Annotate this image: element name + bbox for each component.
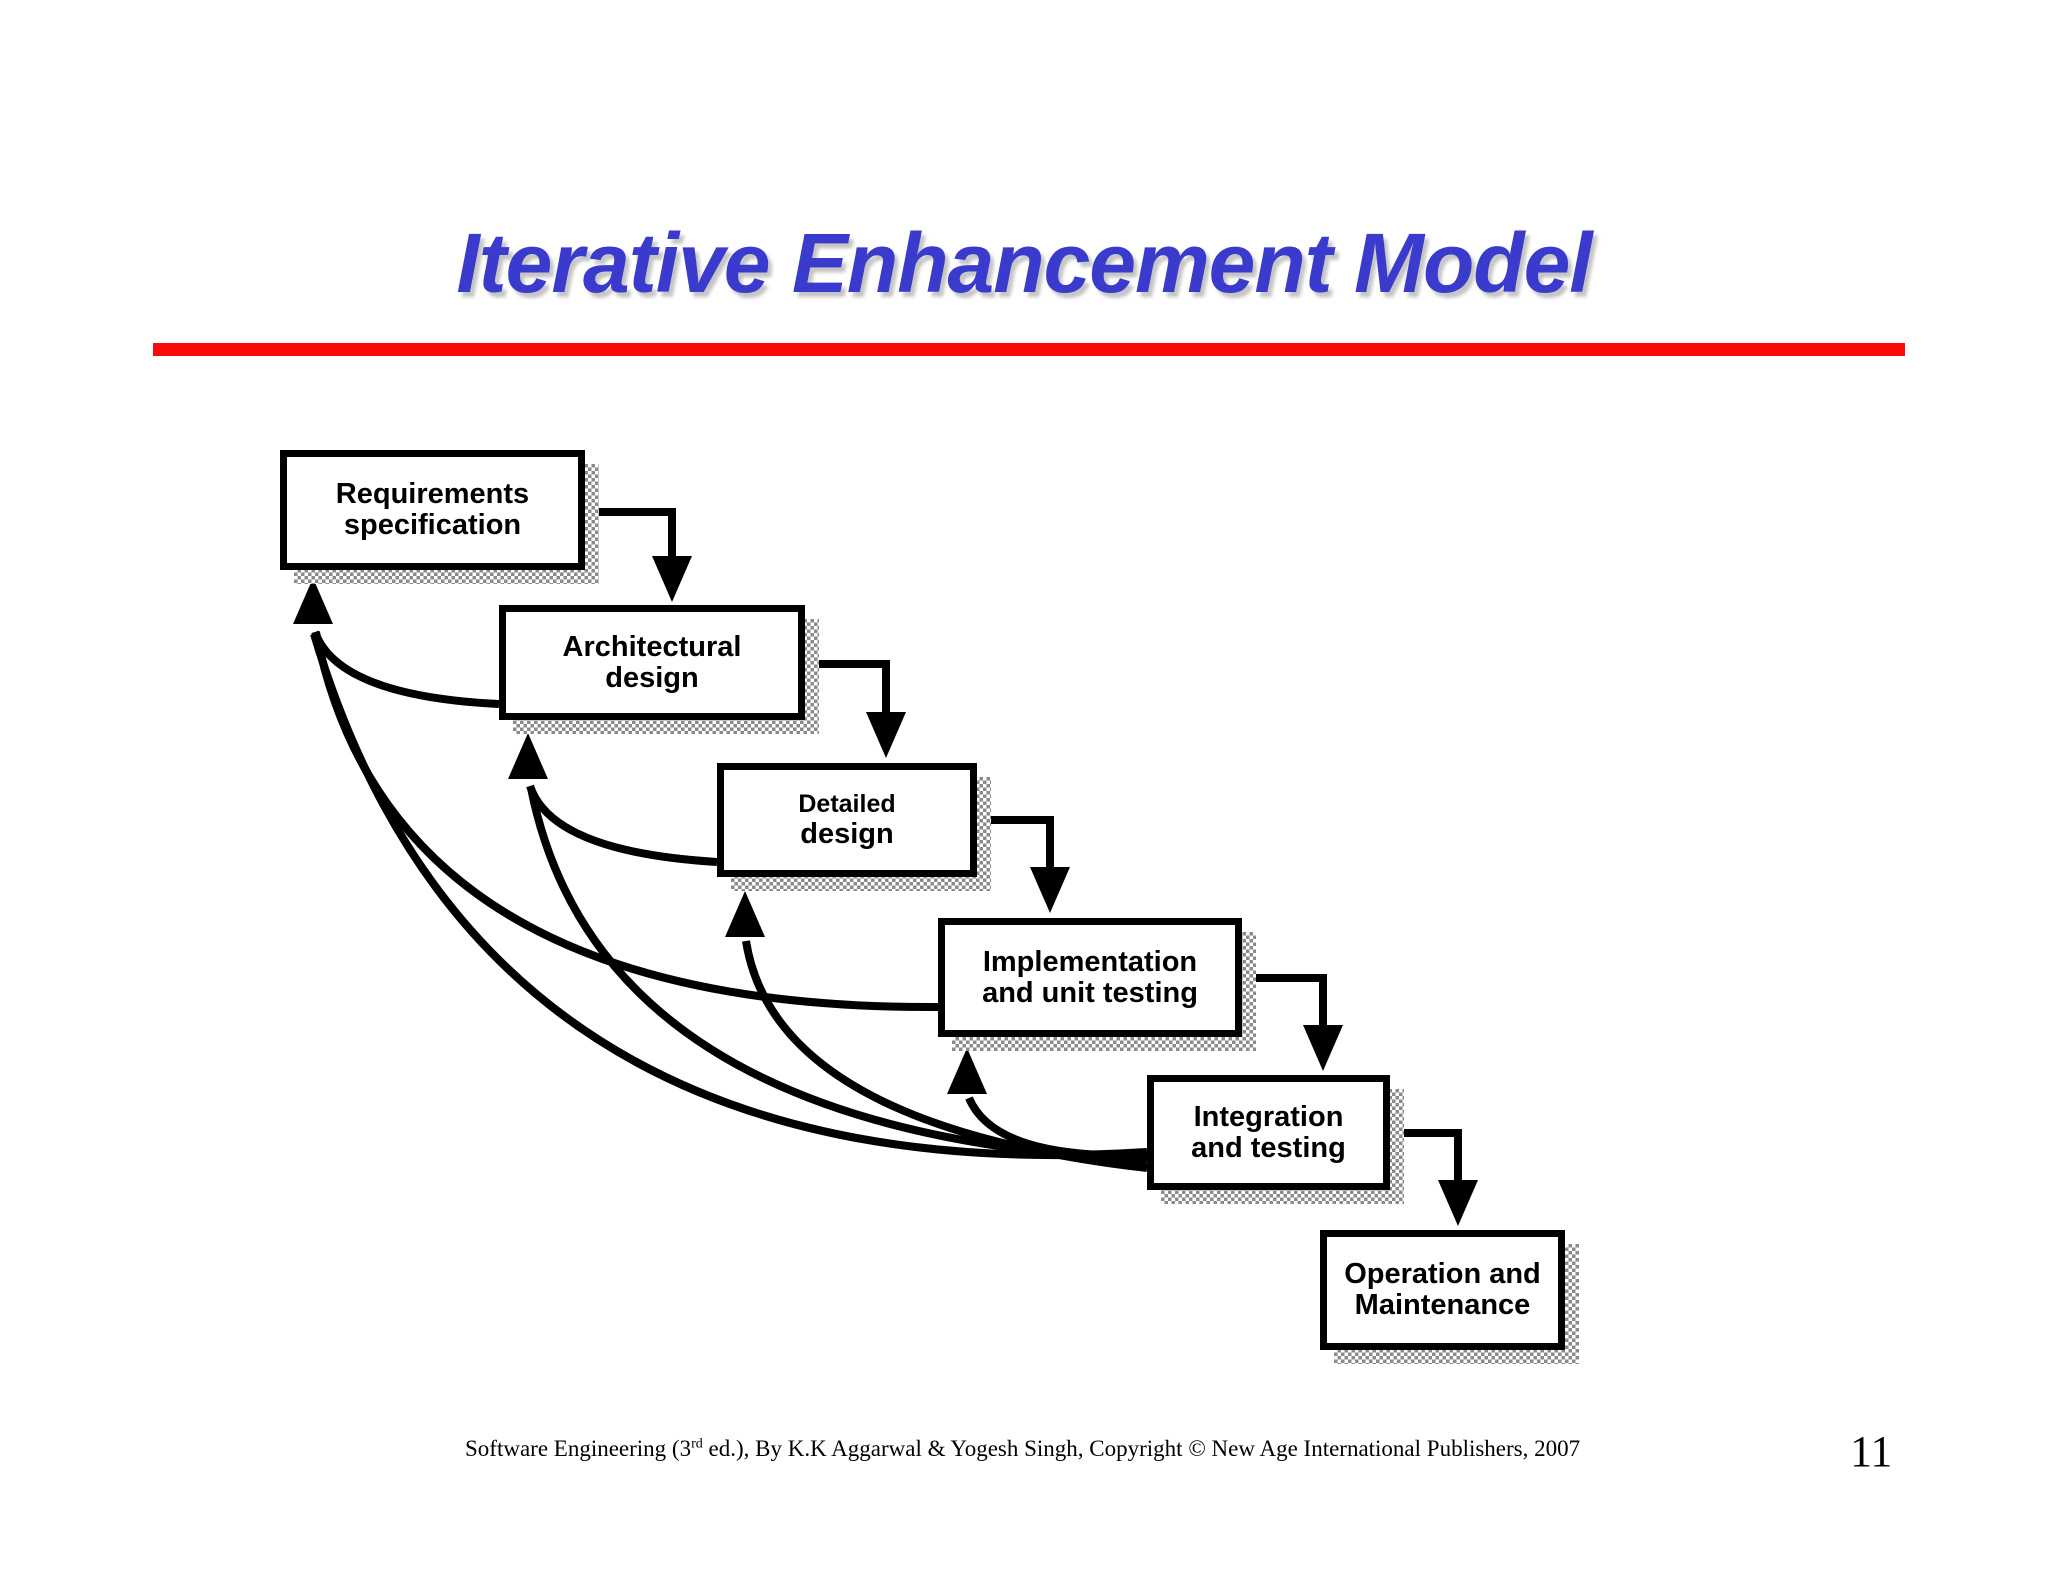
phase-label-line: Maintenance	[1354, 1289, 1531, 1321]
flow-arrow-implementation-to-integration	[1242, 974, 1327, 1029]
phase-label-line: and testing	[1191, 1131, 1346, 1164]
phase-box-requirements: Requirements specification	[280, 450, 585, 570]
feedback-arrow-integration-to-implementation	[965, 1096, 1148, 1160]
phase-box-implementation: Implementation and unit testing	[938, 918, 1242, 1037]
phase-label-line: specification	[343, 509, 522, 541]
phase-box-integration: Integration and testing	[1147, 1075, 1390, 1190]
feedback-arrow-integration-to-detailed	[742, 940, 1148, 1172]
arrowhead-down-operation	[1438, 1180, 1478, 1226]
arrowhead-up-implementation	[947, 1048, 987, 1094]
footer-citation-superscript: rd	[691, 1436, 703, 1452]
arrowhead-down-architectural	[652, 556, 692, 602]
title-divider-line	[153, 343, 1905, 356]
arrowhead-up-detailed	[725, 891, 765, 937]
footer-citation-prefix: Software Engineering (3	[465, 1436, 692, 1461]
phase-label-line: Integration	[1193, 1100, 1344, 1133]
arrowhead-up-requirements	[293, 578, 333, 624]
phase-label-line: design	[800, 818, 894, 850]
phase-box-operation: Operation and Maintenance	[1320, 1230, 1565, 1350]
phase-box-detailed: Detailed design	[717, 763, 977, 877]
flow-arrow-architectural-to-detailed	[805, 660, 890, 716]
slide-title: Iterative Enhancement Model	[456, 216, 1592, 310]
phase-label-line: Implementation	[982, 945, 1198, 978]
phase-label-line: Requirements	[335, 478, 530, 510]
arrowhead-up-architectural	[508, 733, 548, 779]
phase-box-architectural: Architectural design	[499, 605, 805, 720]
feedback-arrow-integration-to-requirements	[310, 632, 1148, 1159]
arrowhead-down-detailed	[866, 712, 906, 758]
page-number: 11	[1850, 1427, 1893, 1476]
feedback-arrow-detailed-to-architectural	[526, 784, 718, 866]
phase-label-line: Operation and	[1344, 1258, 1541, 1290]
arrowhead-down-implementation	[1030, 867, 1070, 913]
footer-citation: Software Engineering (3rd ed.), By K.K A…	[465, 1436, 1580, 1462]
flow-arrow-detailed-to-implementation	[977, 816, 1054, 871]
flow-arrow-integration-to-operation	[1390, 1129, 1462, 1184]
phase-label-line: design	[605, 661, 699, 694]
flow-arrow-requirements-to-architectural	[585, 508, 676, 560]
phase-label-line: Detailed	[798, 790, 896, 818]
arrowhead-down-integration	[1303, 1025, 1343, 1071]
phase-label-line: and unit testing	[982, 976, 1198, 1009]
footer-citation-suffix: ed.), By K.K Aggarwal & Yogesh Singh, Co…	[702, 1436, 1581, 1461]
feedback-arrow-architectural-to-requirements	[311, 630, 500, 708]
phase-label-line: Architectural	[562, 630, 742, 663]
